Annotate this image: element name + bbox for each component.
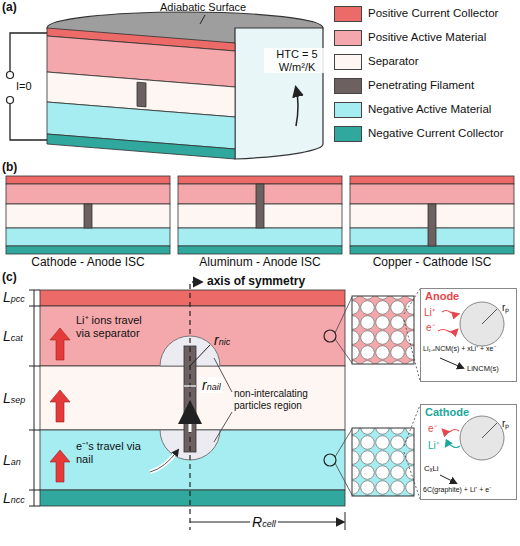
callout-text: Anode xyxy=(425,290,459,303)
legend-text: Positive Current Collector xyxy=(368,7,498,20)
figure-label: Rcell xyxy=(250,514,278,530)
particle-callout: Cathode e⁻ Li⁺ rₚCₓLi 6C(graphite) + Li⁺ + e… xyxy=(420,404,517,500)
legend-text: Separator xyxy=(368,55,419,68)
legend-text: Negative Active Material xyxy=(368,103,491,116)
figure-label: Lsep xyxy=(3,390,25,406)
figure-label: rnail xyxy=(200,377,223,393)
figure-label: Lncc xyxy=(3,490,25,506)
isc-panel: Aluminum - Anode ISC xyxy=(178,176,342,272)
callout-text: e⁻ xyxy=(428,423,437,435)
figure-label: non-intercalating particles region xyxy=(234,388,340,411)
isc-panel: Cathode - Anode ISC xyxy=(6,176,170,272)
figure-label: Lan xyxy=(3,452,21,468)
panel-caption: Aluminum - Anode ISC xyxy=(178,256,342,270)
legend-text: Positive Active Material xyxy=(368,31,486,44)
legend-swatch xyxy=(334,30,362,46)
callout-text: e⁻ xyxy=(426,322,435,334)
figure-label: Li⁺ ions travel via separator xyxy=(76,314,158,339)
figure-label: Lcat xyxy=(3,328,23,344)
legend-swatch xyxy=(334,54,362,70)
callout-text: Li₁₋ₓNCM(s) + xLi⁺ + xe⁻ xyxy=(423,345,496,353)
legend-swatch xyxy=(334,6,362,22)
callout-text: Li⁺ xyxy=(424,307,435,319)
panel-caption: Cathode - Anode ISC xyxy=(6,256,170,270)
figure-label: Adiabatic Surface xyxy=(160,1,246,14)
legend-text: Penetrating Filament xyxy=(368,79,474,92)
callout-text: rₚ xyxy=(502,418,509,430)
callout-text: Li⁺ xyxy=(428,440,439,452)
panel-caption: Copper - Cathode ISC xyxy=(350,256,514,270)
isc-panel: Copper - Cathode ISC xyxy=(350,176,514,272)
figure-label: (a) xyxy=(2,1,17,15)
figure-label: HTC = 5 W/m²/K xyxy=(264,48,330,73)
callout-text: rₚ xyxy=(502,302,509,314)
legend-swatch xyxy=(334,126,362,142)
figure-label: (b) xyxy=(2,161,17,175)
figure-label: Lpcc xyxy=(3,289,25,305)
figure-label: e⁻'s travel via nail xyxy=(76,440,148,465)
figure-label: axis of symmetry xyxy=(205,275,307,289)
particle-callout: AnodeLi⁺ e⁻ rₚLi₁₋ₓNCM(s) + xLi⁺ + xe⁻ LiNC… xyxy=(420,288,517,382)
callout-text: LiNCM(s) xyxy=(467,365,499,374)
figure-label: (c) xyxy=(2,271,17,285)
figure-label: rnic xyxy=(214,332,230,348)
legend-text: Negative Current Collector xyxy=(368,127,504,140)
callout-text: Cathode xyxy=(425,406,469,419)
legend-swatch xyxy=(334,78,362,94)
callout-text: CₓLi xyxy=(424,464,439,473)
callout-text: 6C(graphite) + Li⁺ + e⁻ xyxy=(423,486,491,494)
legend-swatch xyxy=(334,102,362,118)
figure-label: I=0 xyxy=(16,80,32,93)
